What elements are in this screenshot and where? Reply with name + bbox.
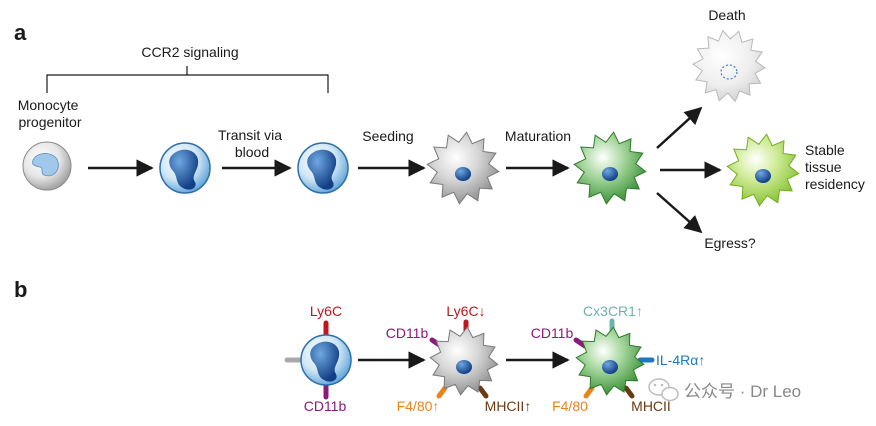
mature-f480-label: F4/80 xyxy=(552,398,588,414)
monocyte-icon xyxy=(300,334,352,386)
lime-macrophage-icon xyxy=(726,133,800,207)
maturation-label: Maturation xyxy=(505,128,571,144)
intermediate-mhcii-label: MHCII↑ xyxy=(485,398,532,414)
monocyte-icon xyxy=(159,142,211,194)
f480-receptor xyxy=(436,385,448,399)
intermediate-macrophage-group xyxy=(429,319,499,399)
mhcii-receptor xyxy=(477,385,489,399)
grey-macrophage-icon xyxy=(426,131,500,205)
ccr2-signaling-label: CCR2 signaling xyxy=(141,44,238,60)
green-macrophage-icon xyxy=(573,131,647,205)
death-label: Death xyxy=(708,7,745,23)
intermediate-f480-label: F4/80↑ xyxy=(397,398,440,414)
mhcii-receptor xyxy=(623,385,635,399)
intermediate-cd11b-label: CD11b xyxy=(386,325,429,341)
monocyte-progenitor-label: Monocyte progenitor xyxy=(18,97,83,130)
panel-a-letter: a xyxy=(14,20,27,45)
arrow-to-egress xyxy=(656,192,703,234)
transit-via-blood-label: Transit via blood xyxy=(218,127,286,160)
mature-mhcii-label: MHCII xyxy=(631,398,671,414)
mature-cx3cr1-label: Cx3CR1↑ xyxy=(583,303,643,319)
mature-macrophage-group xyxy=(573,318,655,399)
monocyte-progenitor-icon xyxy=(22,141,72,191)
seeding-label: Seeding xyxy=(362,128,413,144)
egress-label: Egress? xyxy=(704,235,756,251)
dying-cell-icon xyxy=(692,29,766,103)
ccr2-bracket xyxy=(46,66,329,93)
stable-tissue-residency-label: Stable tissue residency xyxy=(805,142,865,192)
monocyte-icon xyxy=(297,142,349,194)
wechat-icon xyxy=(648,378,679,402)
mature-il4ra-label: IL-4Rα↑ xyxy=(656,352,705,368)
monocyte-markers-group xyxy=(284,320,352,400)
f480-receptor xyxy=(583,385,595,399)
intermediate-ly6c-label: Ly6C↓ xyxy=(446,303,485,319)
watermark-text: 公众号 · Dr Leo xyxy=(684,382,801,401)
arrow-to-death xyxy=(656,106,703,149)
monocyte-cd11b-label: CD11b xyxy=(304,398,347,414)
watermark: 公众号 · Dr Leo xyxy=(648,378,801,402)
mature-cd11b-label: CD11b xyxy=(531,325,574,341)
dying-cell-body xyxy=(692,29,766,103)
monocyte-ly6c-label: Ly6C xyxy=(310,303,342,319)
panel-b-letter: b xyxy=(14,277,27,302)
